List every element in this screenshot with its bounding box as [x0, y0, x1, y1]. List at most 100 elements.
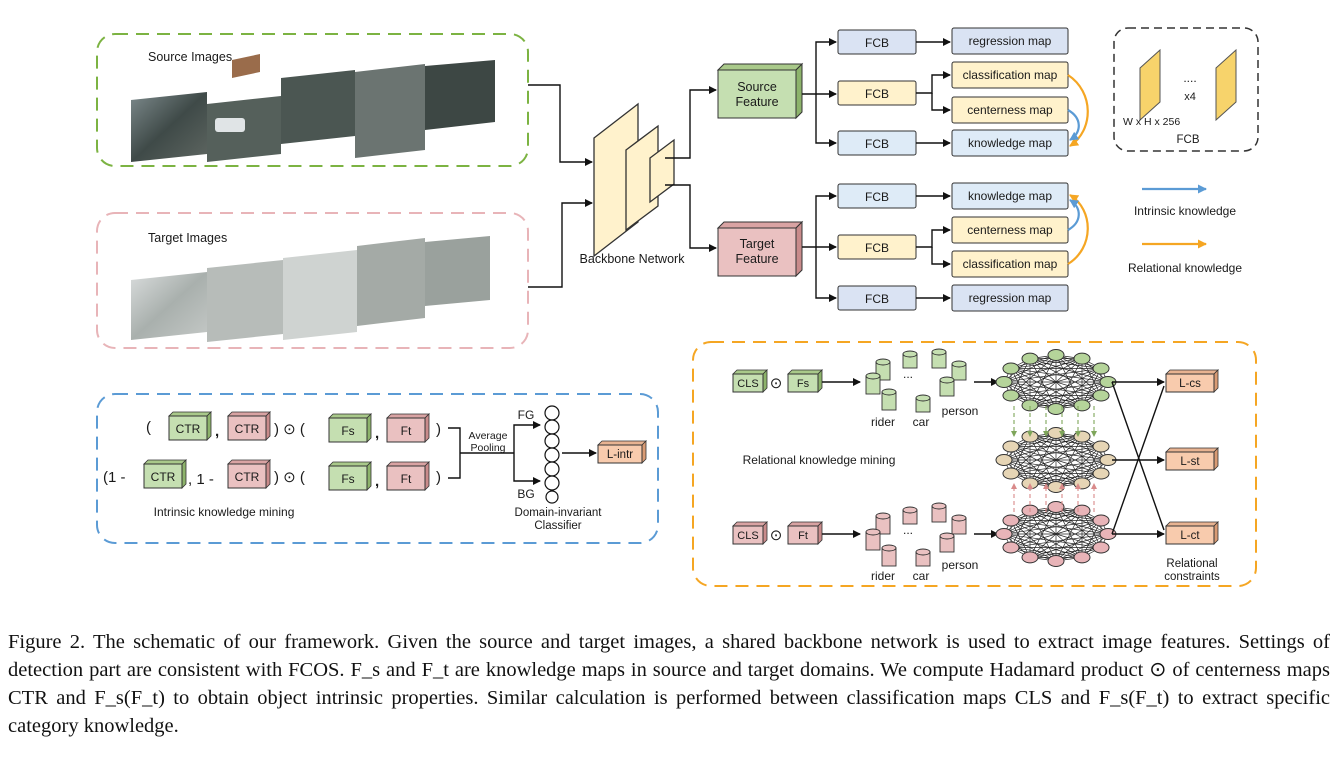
graph-edge: [1029, 358, 1102, 369]
graph-edge: [1029, 358, 1109, 383]
fs-label: Fs: [341, 424, 354, 438]
source-maps: regression map classification map center…: [951, 27, 1069, 157]
fcb-label: FCB: [865, 87, 889, 101]
relational-legend-label: Relational knowledge: [1128, 261, 1242, 275]
target-graph-node: [1021, 551, 1039, 564]
graph-edge: [1029, 520, 1102, 558]
graph-edge: [1029, 510, 1109, 535]
ft-label: Ft: [401, 424, 412, 438]
graph-edge: [1003, 446, 1102, 461]
average-pooling-line1: Average: [469, 430, 508, 442]
ctr-label: CTR: [151, 470, 176, 484]
graph-edge: [1010, 446, 1109, 461]
target-feature-box: Target Feature: [716, 220, 804, 278]
source-centerness-map: centerness map: [967, 103, 1053, 117]
graph-edge: [1010, 436, 1083, 474]
cls-box: CLS: [732, 369, 768, 393]
cls-label: CLS: [737, 530, 758, 542]
source-graph-node: [1021, 352, 1039, 365]
category-rider: rider: [871, 415, 895, 429]
ctr-label: CTR: [235, 422, 260, 436]
source-category-cylinders: [865, 348, 967, 413]
classifier-label-line1: Domain-invariant: [515, 507, 603, 519]
shared-graph-node: [1073, 477, 1091, 490]
graph-edge: [1003, 533, 1102, 548]
cls-box: CLS: [732, 521, 768, 545]
graph-edge: [1029, 436, 1102, 447]
target-feature-line1: Target: [740, 237, 775, 251]
graph-edge: [1029, 358, 1102, 396]
graph-edge: [1029, 510, 1102, 521]
shared-graph-node: [995, 454, 1013, 466]
close-paren: ): [436, 421, 441, 438]
target-category-cylinders: [865, 502, 967, 567]
intrinsic-panel-title: Intrinsic knowledge mining: [154, 505, 295, 519]
graph-edge: [1010, 520, 1083, 558]
source-images-title: Source Images: [148, 50, 232, 64]
graph-edge: [1029, 446, 1102, 484]
fs-box: Fs: [328, 461, 372, 491]
graph-edge: [1029, 432, 1057, 484]
target-graph-node: [1002, 541, 1020, 554]
fcb-label: FCB: [865, 292, 889, 306]
relational-constraints-line2: constraints: [1164, 571, 1220, 583]
fs-box: Fs: [787, 369, 823, 393]
source-image-stack: [131, 54, 495, 162]
source-graph-node: [1092, 362, 1110, 375]
target-images-panel: Target Images: [96, 212, 529, 349]
graph-edge: [1010, 520, 1109, 535]
category-rider: rider: [871, 569, 895, 583]
intrinsic-panel: ( CTR , CTR ) ⊙ ( Fs , Ft ): [96, 393, 659, 544]
category-person: person: [942, 558, 979, 572]
relational-constraints-line1: Relational: [1166, 558, 1217, 570]
hadamard-operator: ⊙: [770, 527, 783, 544]
target-graph-node: [1073, 504, 1091, 517]
category-person: person: [942, 404, 979, 418]
target-knowledge-arrows: [1067, 194, 1089, 265]
average-pooling-line2: Pooling: [470, 442, 505, 454]
ctr-box: CTR: [227, 459, 271, 489]
ctr-box: CTR: [227, 411, 271, 441]
target-graph-node: [1092, 541, 1110, 554]
source-graph-node: [1021, 399, 1039, 412]
target-knowledge-map: knowledge map: [968, 189, 1052, 203]
target-centerness-map: centerness map: [967, 223, 1053, 237]
comma: ,: [375, 473, 379, 490]
graph-edge: [1010, 510, 1031, 548]
graph-edge: [1055, 510, 1083, 562]
source-graph-node: [1073, 352, 1091, 365]
source-knowledge-arrows: [1067, 74, 1089, 147]
relational-panel-title: Relational knowledge mining: [743, 453, 896, 467]
graph-edge: [1010, 381, 1109, 396]
relational-panel: CLS ⊙ Fs ... rider car person: [692, 341, 1257, 587]
graph-edge: [1010, 368, 1109, 383]
fcb-label: FCB: [865, 36, 889, 50]
source-graph-node: [1073, 399, 1091, 412]
graph-edge: [1029, 510, 1057, 562]
source-graph-node: [1092, 389, 1110, 402]
l-intr-label: L-intr: [607, 449, 633, 461]
category-car: car: [913, 415, 930, 429]
framework-diagram: Source Images Target Images: [96, 27, 1259, 587]
backbone-label: Backbone Network: [580, 252, 686, 266]
target-graph-node: [1002, 514, 1020, 527]
ctr-label: CTR: [176, 422, 201, 436]
ft-box: Ft: [787, 521, 823, 545]
graph-edge: [1010, 510, 1083, 548]
graph-edge: [1003, 368, 1102, 383]
target-image-stack: [131, 236, 490, 342]
fcb-label: FCB: [865, 190, 889, 204]
graph-edge: [1010, 368, 1057, 410]
graph-edge: [1010, 368, 1083, 406]
hadamard-operator: ) ⊙ (: [274, 421, 305, 438]
graph-edge: [1010, 446, 1031, 484]
classifier-label-line2: Classifier: [534, 520, 581, 532]
source-feature-line1: Source: [737, 80, 777, 94]
source-graph-node: [1002, 389, 1020, 402]
l-cs-label: L-cs: [1179, 378, 1201, 390]
pooling-connectors: [448, 421, 597, 485]
source-graph-node: [1047, 349, 1065, 361]
backbone-network: Backbone Network: [580, 102, 686, 266]
shared-graph-node: [1092, 440, 1110, 453]
l-ct-label: L-ct: [1180, 530, 1200, 542]
